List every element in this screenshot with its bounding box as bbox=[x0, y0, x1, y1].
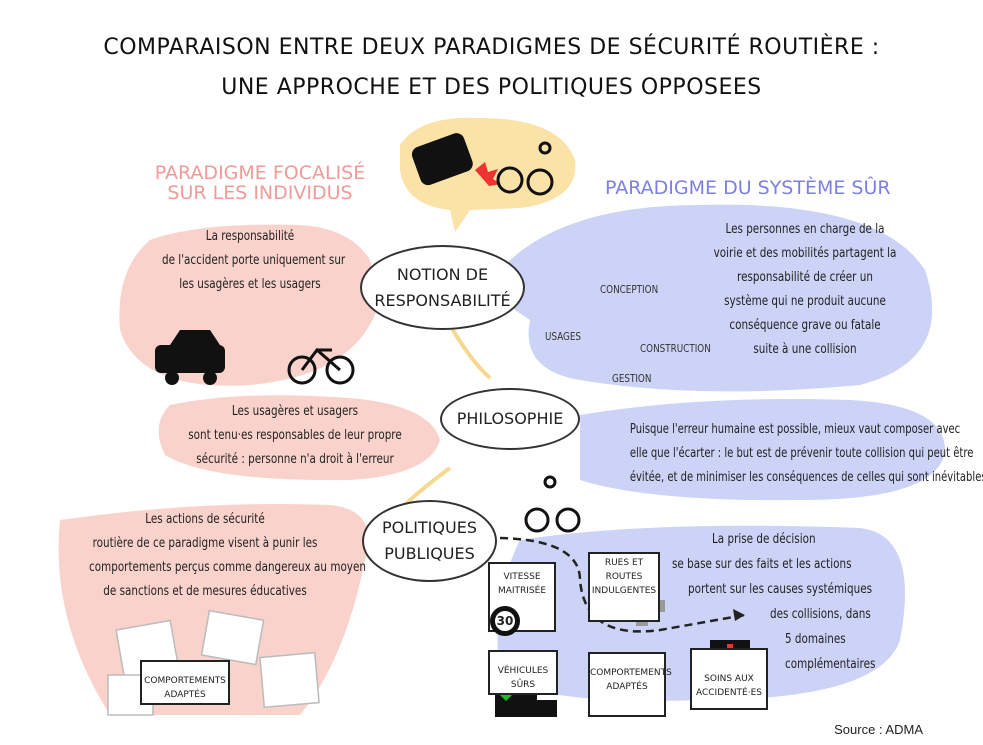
title-line1: COMPARAISON ENTRE DEUX PARADIGMES DE SÉC… bbox=[103, 35, 880, 60]
dashed-arrow bbox=[499, 536, 746, 633]
cycle-gestion: GESTION bbox=[612, 372, 652, 385]
text-line: sont tenu·es responsables de leur propre bbox=[188, 428, 402, 443]
text-line: Les personnes en charge de la bbox=[725, 222, 885, 237]
crash-car-icon bbox=[411, 133, 501, 186]
puzzle-comportements: COMPORTEMENTS ADAPTÉS bbox=[588, 652, 672, 717]
node-responsabilite: NOTION DE RESPONSABILITÉ bbox=[360, 245, 525, 330]
text-line: sécurité : personne n'a droit à l'erreur bbox=[196, 452, 394, 467]
left-paradigm-title-line1: PARADIGME FOCALISÉ bbox=[154, 162, 366, 184]
arrow-head-icon bbox=[733, 609, 745, 621]
connector-line bbox=[448, 324, 492, 380]
cyclist-icon bbox=[496, 141, 554, 196]
text-line: de l'accident porte uniquement sur bbox=[162, 253, 346, 268]
text-line: 5 domaines bbox=[785, 632, 846, 647]
text-line: de sanctions et de mesures éducatives bbox=[103, 584, 307, 599]
right-responsabilite-text: Les personnes en charge de la voirie et d… bbox=[685, 218, 925, 362]
text-line: Puisque l'erreur humaine est possible, m… bbox=[629, 422, 961, 437]
right-paradigm-title: PARADIGME DU SYSTÈME SÛR bbox=[605, 177, 891, 199]
text-line: elle que l'écarter : le but est de préve… bbox=[629, 446, 974, 461]
puzzle-vehicules: VÉHICULES SÛRS bbox=[488, 650, 558, 695]
text-line: voirie et des mobilités partagent la bbox=[713, 246, 897, 261]
text-line: les usagères et les usagers bbox=[179, 277, 321, 292]
blue-blob-philosophie bbox=[580, 399, 945, 501]
text-line: système qui ne produit aucune bbox=[724, 294, 886, 309]
text-line: La prise de décision bbox=[712, 532, 816, 547]
puzzle-rues: RUES ET ROUTES INDULGENTES bbox=[588, 552, 660, 622]
left-politiques-text: Les actions de sécurité routière de ce pa… bbox=[60, 508, 366, 604]
cycle-construction: CONSTRUCTION bbox=[640, 342, 711, 355]
pink-blob-philosophie bbox=[158, 395, 441, 481]
text-line: responsabilité de créer un bbox=[737, 270, 873, 285]
text-line: évitée, et de minimiser les conséquences… bbox=[629, 470, 983, 485]
node-politiques: POLITIQUES PUBLIQUES bbox=[362, 500, 497, 582]
text-line: conséquence grave ou fatale bbox=[729, 318, 881, 333]
text-line: La responsabilité bbox=[205, 229, 295, 244]
text-line: complémentaires bbox=[785, 657, 876, 672]
node-philosophie: PHILOSOPHIE bbox=[440, 388, 580, 450]
bicycle-icon bbox=[287, 347, 355, 385]
cycle-usages: USAGES bbox=[545, 330, 582, 343]
cycle-conception: CONCEPTION bbox=[600, 283, 659, 296]
left-philosophie-text: Les usagères et usagers sont tenu·es resp… bbox=[160, 400, 430, 472]
title-line2: UNE APPROCHE ET DES POLITIQUES OPPOSEES bbox=[221, 75, 762, 100]
puzzle-left-comportements: COMPORTEMENTS ADAPTÉS bbox=[140, 660, 230, 705]
text-line: portent sur les causes systémiques bbox=[688, 582, 873, 597]
left-paradigm-title-line2: SUR LES INDIVIDUS bbox=[167, 182, 353, 204]
text-line: Les usagères et usagers bbox=[231, 404, 359, 419]
text-line: routière de ce paradigme visent à punir … bbox=[92, 536, 318, 551]
text-line: comportements perçus comme dangereux au … bbox=[89, 560, 366, 575]
blue-blob-responsabilite bbox=[500, 204, 933, 392]
left-responsabilite-text: La responsabilité de l'accident porte uni… bbox=[140, 225, 360, 297]
right-philosophie-text: Puisque l'erreur humaine est possible, m… bbox=[585, 418, 983, 490]
puzzle-soins: SOINS AUX ACCIDENTÉ·ES bbox=[690, 648, 768, 710]
source-label: Source : ADMA bbox=[834, 722, 923, 737]
text-line: se base sur des faits et les actions bbox=[672, 557, 852, 572]
speed-limit-sign: 30 bbox=[490, 606, 520, 636]
truck-icon bbox=[495, 687, 557, 717]
text-line: des collisions, dans bbox=[770, 607, 871, 622]
text-line: suite à une collision bbox=[753, 342, 857, 357]
cyclist-politiques-icon bbox=[524, 475, 581, 533]
text-line: Les actions de sécurité bbox=[145, 512, 265, 527]
car-icon bbox=[155, 330, 225, 385]
